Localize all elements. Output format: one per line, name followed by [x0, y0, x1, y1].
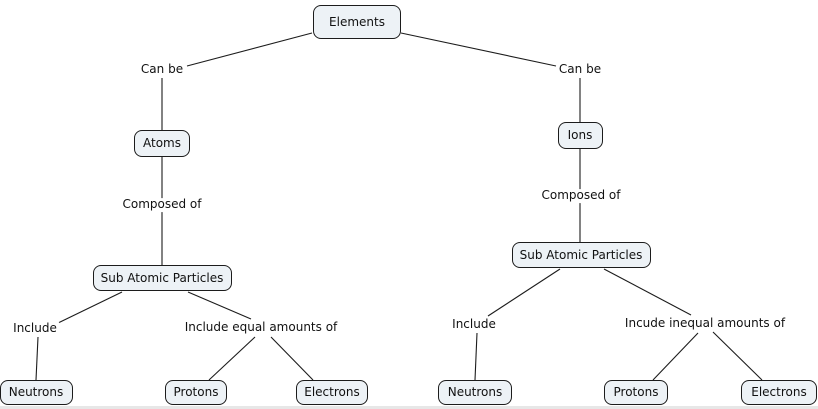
node-elements[interactable]: Elements: [313, 5, 401, 39]
edge-incude-inequal-to-protons-right: [652, 332, 699, 381]
edge-include-equal-to-protons-left: [208, 336, 256, 381]
node-neutrons-right[interactable]: Neutrons: [438, 379, 512, 405]
edge-elements-to-can-be-left: [186, 32, 313, 67]
canvas-bottom-edge: [0, 406, 818, 409]
link-label-include-left: Include: [11, 321, 59, 336]
node-ions[interactable]: Ions: [557, 121, 603, 149]
node-protons-left[interactable]: Protons: [165, 379, 227, 405]
node-protons-right[interactable]: Protons: [604, 379, 668, 405]
link-label-incude-inequal: Incude inequal amounts of: [622, 316, 788, 331]
edge-sub-atomic-particles-right-to-incude-inequal: [603, 268, 692, 316]
link-label-include-right: Include: [450, 317, 498, 332]
link-label-composed-of-right: Composed of: [539, 188, 623, 203]
node-sub-atomic-particles-left[interactable]: Sub Atomic Particles: [92, 265, 232, 291]
node-electrons-left[interactable]: Electrons: [296, 379, 368, 405]
edge-include-equal-to-electrons-left: [270, 336, 314, 381]
edge-include-left-to-neutrons-left: [35, 336, 39, 381]
node-sub-atomic-particles-right[interactable]: Sub Atomic Particles: [511, 242, 651, 268]
node-neutrons-left[interactable]: Neutrons: [0, 379, 73, 405]
edge-include-right-to-neutrons-right: [474, 332, 478, 381]
link-label-composed-of-left: Composed of: [120, 197, 204, 212]
edge-sub-atomic-particles-left-to-include-equal: [187, 291, 252, 320]
node-atoms[interactable]: Atoms: [134, 129, 190, 157]
link-label-can-be-right: Can be: [556, 62, 604, 77]
edge-elements-to-can-be-right: [400, 32, 557, 67]
edge-sub-atomic-particles-left-to-include-left: [55, 291, 123, 325]
edge-incude-inequal-to-electrons-right: [712, 331, 763, 381]
link-label-include-equal: Include equal amounts of: [182, 320, 340, 335]
node-electrons-right[interactable]: Electrons: [741, 379, 817, 405]
link-label-can-be-left: Can be: [138, 62, 186, 77]
edge-sub-atomic-particles-right-to-include-right: [487, 268, 561, 317]
